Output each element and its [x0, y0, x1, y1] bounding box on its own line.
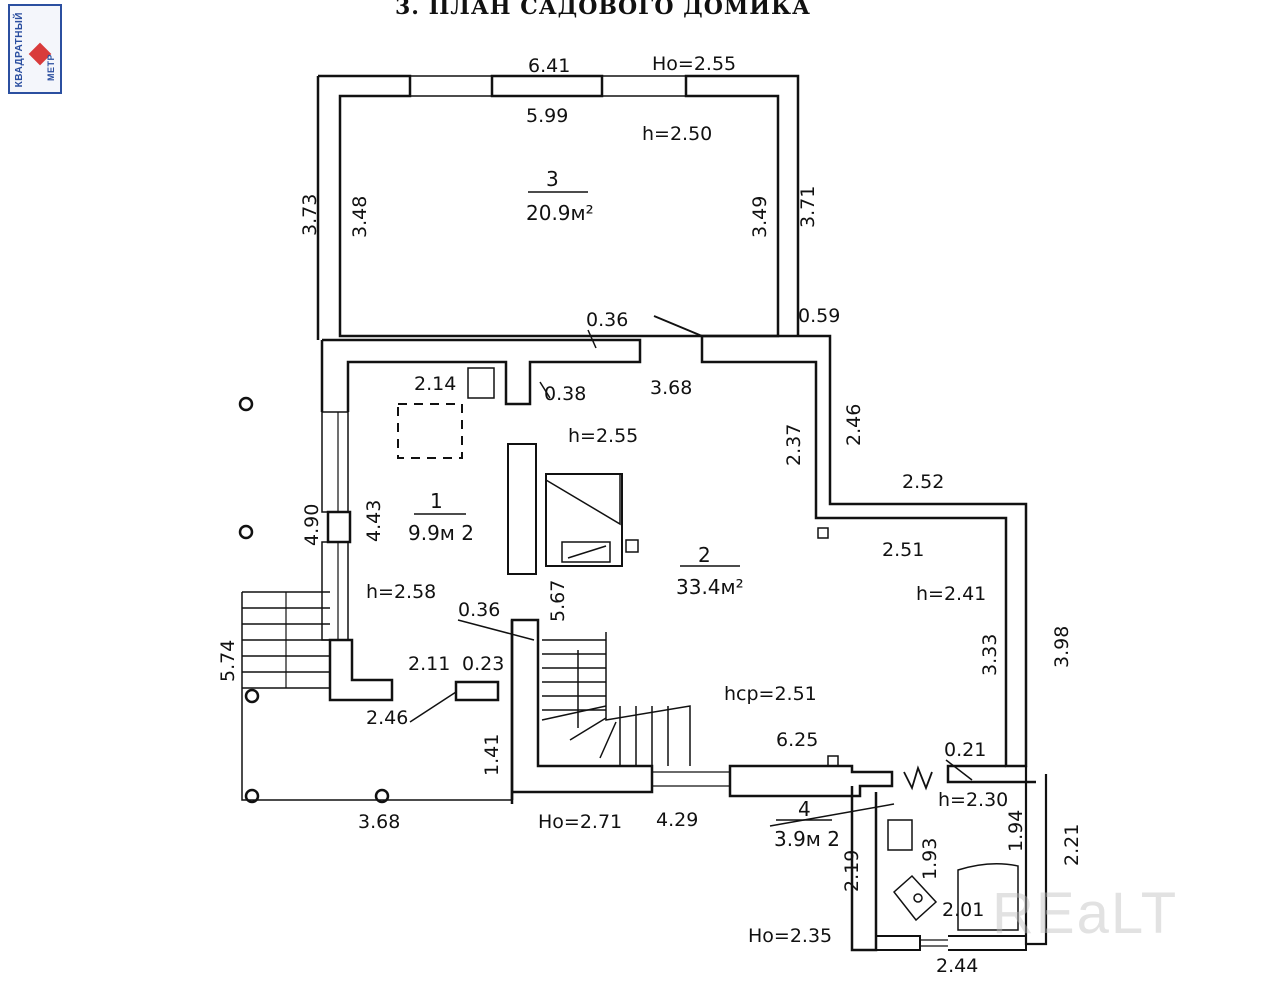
dim-2-46a: 2.46	[843, 404, 865, 446]
dim-3-68a: 3.68	[650, 377, 692, 399]
columns	[238, 396, 390, 804]
dim-2-11: 2.11	[408, 653, 450, 675]
room-3-area: 20.9м²	[526, 201, 594, 225]
vertical-dimension-labels: 3.73 3.48 3.49 3.71 2.37 2.46 4.90 4.43 …	[217, 186, 1083, 892]
dim-2-51: 2.51	[882, 539, 924, 561]
dim-3-73: 3.73	[299, 194, 321, 236]
staircase	[541, 632, 691, 766]
height-right: h=2.41	[916, 583, 986, 605]
dim-0-59: 0.59	[798, 305, 840, 327]
dim-1-93: 1.93	[919, 838, 941, 880]
height-ho-top: Ho=2.55	[652, 53, 736, 75]
dim-0-36b: 0.36	[458, 599, 500, 621]
dim-5-99: 5.99	[526, 105, 568, 127]
room-4-number: 4	[798, 797, 811, 821]
room-3-number: 3	[546, 167, 559, 191]
leader-lines	[409, 329, 973, 827]
dim-1-41: 1.41	[481, 734, 503, 776]
dim-2-01: 2.01	[942, 899, 984, 921]
room-2-area: 33.4м²	[676, 575, 744, 599]
dim-2-37: 2.37	[783, 424, 805, 466]
dim-5-67: 5.67	[547, 580, 569, 622]
room-labels: 3 20.9м² 1 9.9м 2 2 33.4м² 4 3.9м 2	[408, 167, 840, 851]
dim-1-94: 1.94	[1005, 810, 1027, 852]
height-hcp: hcp=2.51	[724, 683, 817, 705]
height-ho-bottom-1: Ho=2.71	[538, 811, 622, 833]
dim-2-21: 2.21	[1061, 824, 1083, 866]
dim-2-14: 2.14	[414, 373, 456, 395]
room-2-number: 2	[698, 543, 711, 567]
kvadratny-metr-logo: КВАДРАТНЫЙ МЕТР	[8, 4, 62, 94]
room-1-area: 9.9м 2	[408, 521, 474, 545]
porch	[241, 591, 512, 801]
fixtures	[397, 367, 1019, 931]
dim-3-33: 3.33	[979, 634, 1001, 676]
dim-2-19: 2.19	[841, 850, 863, 892]
dim-6-41: 6.41	[528, 55, 570, 77]
dim-4-90: 4.90	[301, 504, 323, 546]
dimension-labels: 6.41 5.99 0.36 0.59 2.14 0.38 3.68 2.52 …	[358, 55, 986, 977]
realt-watermark: REaLT	[992, 881, 1179, 946]
dim-3-48: 3.48	[349, 196, 371, 238]
height-ho-bottom-2: Ho=2.35	[748, 925, 832, 947]
dim-0-38: 0.38	[544, 383, 586, 405]
height-center: h=2.55	[568, 425, 638, 447]
dim-3-98: 3.98	[1051, 626, 1073, 668]
dim-3-49: 3.49	[749, 196, 771, 238]
dim-0-23: 0.23	[462, 653, 504, 675]
dim-0-21: 0.21	[944, 739, 986, 761]
dim-3-68b: 3.68	[358, 811, 400, 833]
room-1-number: 1	[430, 489, 443, 513]
height-room-3: h=2.50	[642, 123, 712, 145]
dim-2-44: 2.44	[936, 955, 978, 977]
dim-0-36a: 0.36	[586, 309, 628, 331]
height-bath: h=2.30	[938, 789, 1008, 811]
dim-3-71: 3.71	[797, 186, 819, 228]
dim-2-52: 2.52	[902, 471, 944, 493]
dim-2-46b: 2.46	[366, 707, 408, 729]
plan-title: 3. ПЛАН САДОВОГО ДОМИКА	[395, 0, 811, 20]
room-4-area: 3.9м 2	[774, 827, 840, 851]
dim-6-25: 6.25	[776, 729, 818, 751]
main-walls	[320, 315, 1048, 952]
dim-4-29: 4.29	[656, 809, 698, 831]
area-underlines	[414, 191, 832, 821]
dim-5-74: 5.74	[217, 640, 239, 682]
dim-4-43: 4.43	[363, 500, 385, 542]
height-left: h=2.58	[366, 581, 436, 603]
height-labels: Ho=2.55 h=2.50 h=2.55 h=2.58 h=2.41 hcp=…	[366, 53, 1008, 947]
